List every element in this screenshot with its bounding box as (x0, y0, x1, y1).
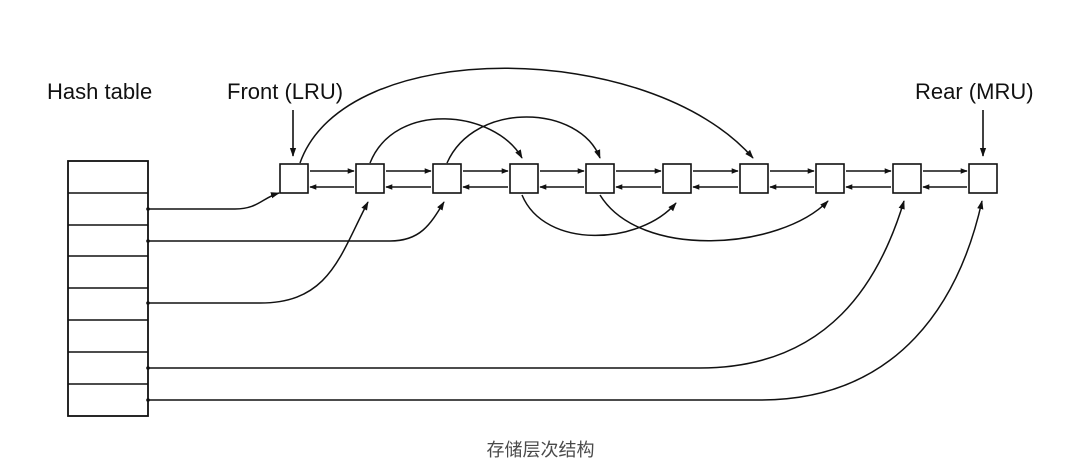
hash-slot-pointers (148, 192, 984, 401)
list-nodes (279, 163, 998, 194)
list-node-6 (662, 163, 692, 194)
hash-chain-arcs-top (299, 67, 754, 164)
list-node-4 (509, 163, 539, 194)
front-lru-label: Front (LRU) (227, 79, 343, 104)
list-node-10 (968, 163, 998, 194)
slot-pointer-origin (146, 207, 150, 211)
list-node-1 (279, 163, 309, 194)
slot-7-pointer (148, 200, 905, 369)
chain-arc-node4-to-node6 (521, 194, 677, 237)
slot-3-pointer (148, 201, 445, 242)
slot-5-pointer (148, 201, 369, 304)
list-node-2 (355, 163, 385, 194)
figure-caption: 存储层次结构 (486, 440, 595, 461)
list-node-8 (815, 163, 845, 194)
list-node-7 (739, 163, 769, 194)
hash-table (67, 160, 149, 417)
chain-arc-node2-to-node4 (369, 118, 523, 164)
slot-8-pointer (148, 200, 984, 401)
slot-pointer-origin (146, 239, 150, 243)
slot-pointer-origin (146, 366, 150, 370)
slot-2-pointer (148, 192, 280, 210)
list-node-9 (892, 163, 922, 194)
rear-mru-label: Rear (MRU) (915, 79, 1034, 104)
slot-pointer-origins (146, 207, 150, 402)
chain-arc-node3-to-node5 (446, 116, 601, 164)
hash-chain-arcs-bottom (521, 194, 829, 242)
hash-table-label: Hash table (47, 79, 152, 104)
chain-arc-node1-to-node7 (299, 67, 754, 164)
list-node-5 (585, 163, 615, 194)
list-node-3 (432, 163, 462, 194)
chain-arc-node5-to-node8 (599, 194, 829, 242)
slot-pointer-origin (146, 398, 150, 402)
slot-pointer-origin (146, 301, 150, 305)
